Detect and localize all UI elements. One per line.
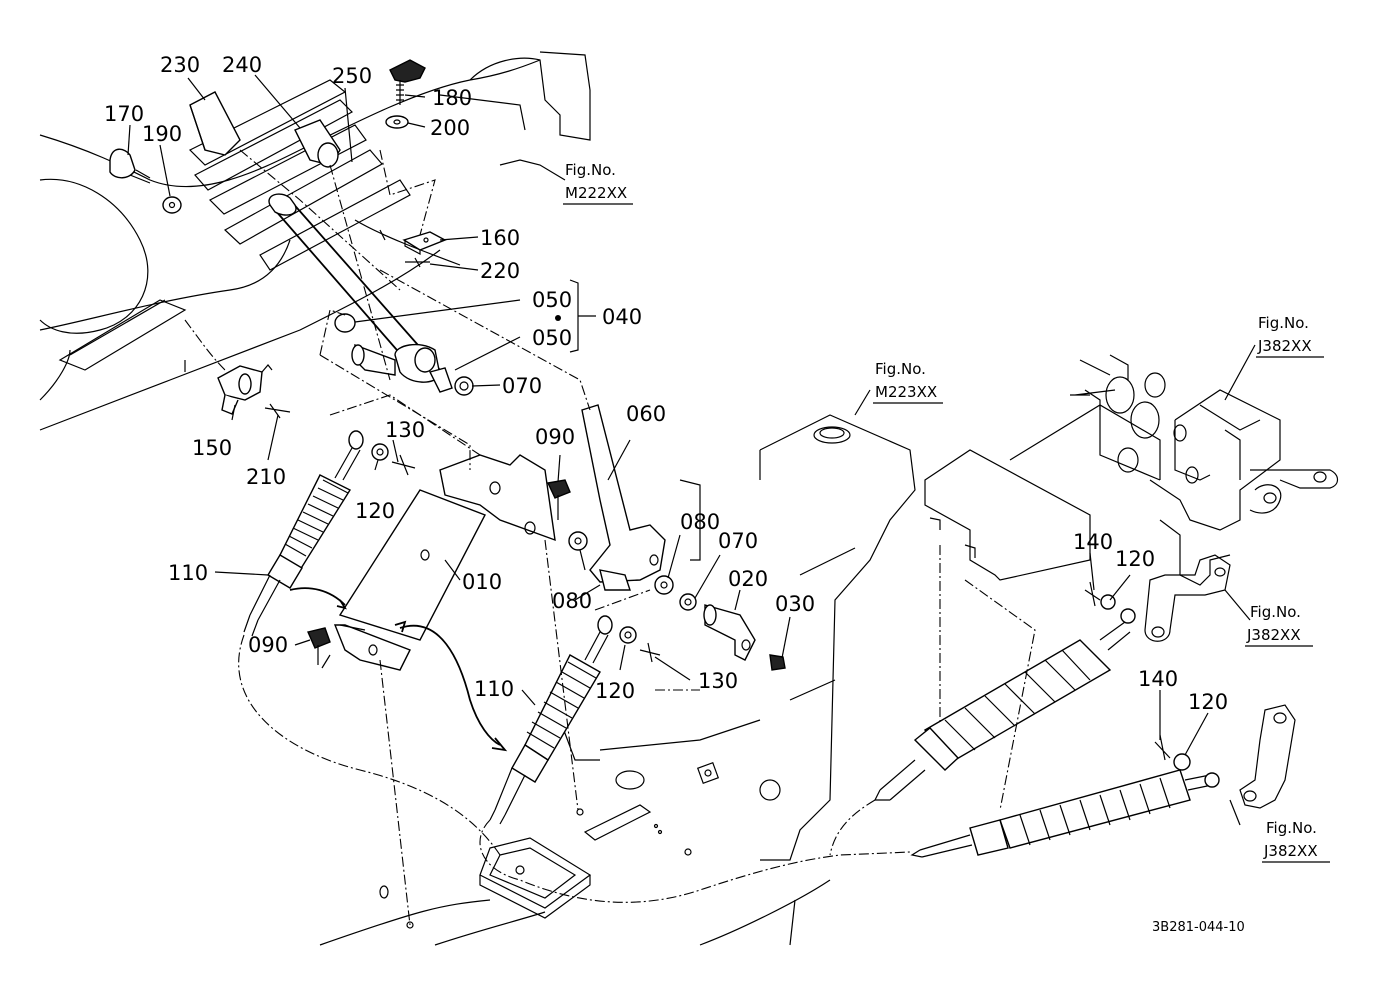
- callouts: 230 240 250 180 200 170 190 160 220 050 …: [104, 53, 1228, 714]
- grip-230: [294, 119, 341, 168]
- callout-190: 190: [142, 122, 182, 146]
- callout-050-upper: 050: [532, 288, 572, 312]
- callout-040: 040: [602, 305, 642, 329]
- bushing-050: [334, 313, 474, 396]
- lever-arms: [1144, 554, 1296, 809]
- lever-knob: [189, 91, 241, 156]
- callout-210: 210: [246, 465, 286, 489]
- callout-120-right-upper: 120: [1115, 547, 1155, 571]
- callout-060: 060: [626, 402, 666, 426]
- callout-140-lower: 140: [1138, 667, 1178, 691]
- callout-090-upper: 090: [535, 425, 575, 449]
- routing-lines: [184, 149, 1036, 929]
- callout-070-upper: 070: [502, 374, 542, 398]
- cable-right-upper: [874, 581, 1136, 801]
- callout-090-lower: 090: [248, 633, 288, 657]
- callout-050-lower: 050: [532, 326, 572, 350]
- fig-ref-code-5: J382XX: [1263, 842, 1318, 860]
- callout-130-lower: 130: [698, 669, 738, 693]
- bolt-180: [385, 59, 426, 129]
- bolt-090: [307, 479, 571, 665]
- callout-130-upper: 130: [385, 418, 425, 442]
- bracket-010: [333, 454, 556, 671]
- callout-070-lower: 070: [718, 529, 758, 553]
- callout-250: 250: [332, 64, 372, 88]
- shift-lever: [268, 193, 441, 383]
- callout-240: 240: [222, 53, 262, 77]
- callout-170: 170: [104, 102, 144, 126]
- callout-080-left: 080: [552, 589, 592, 613]
- lever-060: [581, 404, 666, 591]
- drawing-code: 3B281-044-10: [1152, 920, 1245, 935]
- plate-160: [402, 231, 447, 268]
- cable-110-right: [489, 615, 613, 825]
- pedal-bracket-assembly: [924, 354, 1339, 586]
- cable-110-left: [243, 430, 364, 637]
- fig-ref-label-1: Fig.No.: [565, 161, 616, 179]
- callout-030: 030: [775, 592, 815, 616]
- callout-200: 200: [430, 116, 470, 140]
- figure-references: Fig.No. M222XX Fig.No. M223XX Fig.No. J3…: [563, 161, 1330, 863]
- callout-220: 220: [480, 259, 520, 283]
- callout-120-upper: 120: [355, 499, 395, 523]
- callout-150: 150: [192, 436, 232, 460]
- fig-ref-code-4: J382XX: [1246, 626, 1301, 644]
- knob-170: [109, 148, 182, 214]
- fig-ref-label-3: Fig.No.: [1258, 314, 1309, 332]
- washers-shaft: [371, 443, 786, 671]
- callout-020: 020: [728, 567, 768, 591]
- fig-ref-code-2: M223XX: [875, 383, 937, 401]
- callout-080-right: 080: [680, 510, 720, 534]
- callout-140-upper: 140: [1073, 530, 1113, 554]
- fig-ref-label-2: Fig.No.: [875, 360, 926, 378]
- fig-ref-label-4: Fig.No.: [1250, 603, 1301, 621]
- callout-010: 010: [462, 570, 502, 594]
- callout-110-left: 110: [168, 561, 208, 585]
- callout-120-lower: 120: [595, 679, 635, 703]
- callout-120-right-lower: 120: [1188, 690, 1228, 714]
- callout-180: 180: [432, 86, 472, 110]
- step-floor-panel: [319, 414, 916, 946]
- callout-230: 230: [160, 53, 200, 77]
- clamp-150: [217, 364, 291, 419]
- fig-ref-label-5: Fig.No.: [1266, 819, 1317, 837]
- leader-lines: [127, 74, 1256, 826]
- fig-ref-code-1: M222XX: [565, 184, 627, 202]
- cable-right-lower: [910, 734, 1220, 858]
- fender-outline: [39, 51, 591, 431]
- fig-ref-code-3: J382XX: [1257, 337, 1312, 355]
- callout-160: 160: [480, 226, 520, 250]
- callout-110-right: 110: [474, 677, 514, 701]
